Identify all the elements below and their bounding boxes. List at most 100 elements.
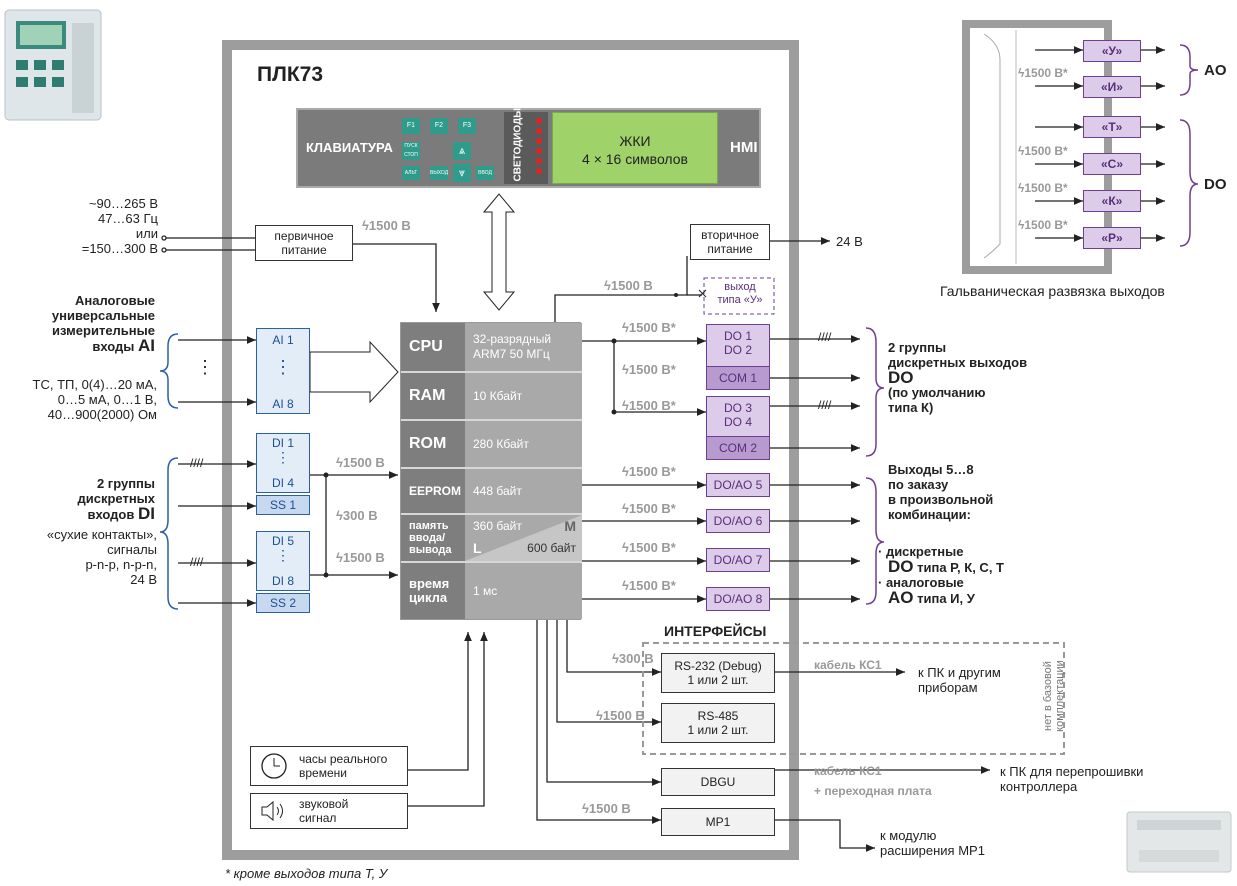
cpu-val: 32-разрядный ARM7 50 МГц	[465, 323, 582, 371]
eeprom-row: EEPROM 448 байт	[401, 469, 582, 515]
power-input-text: ~90…265 В 47…63 Гц или =150…300 В	[40, 196, 158, 256]
ai-desc: ТС, ТП, 0(4)…20 мА, 0…5 мА, 0…1 В, 40…90…	[0, 377, 157, 422]
io-mem-600: 600 байт	[527, 541, 576, 556]
ss1-box: SS 1	[256, 495, 310, 515]
galv-out-t: «Т»	[1083, 116, 1141, 138]
rs232-label: RS-232 (Debug)	[674, 659, 761, 673]
di-iso3: ϟ1500 В	[336, 550, 385, 565]
sound-box: звуковой сигнал	[250, 793, 408, 829]
do4-label: DO 4	[707, 415, 769, 429]
iso-do12: ϟ1500 В*	[622, 320, 676, 335]
do-tag: DO	[888, 370, 1048, 385]
di-iso1-value: 1500 В	[343, 455, 385, 470]
dbgu-cable: кабель КС1	[814, 764, 882, 778]
primary-power-label: первичное питание	[256, 229, 352, 257]
iso-doao7-value: 1500 В*	[629, 540, 676, 555]
opt-do-tag: DO	[888, 557, 914, 576]
rs232-box: RS-232 (Debug) 1 или 2 шт.	[661, 653, 775, 693]
eeprom-key: EEPROM	[401, 469, 465, 513]
cpu-key: CPU	[401, 323, 465, 371]
galv-iso-4: ϟ1500 В*	[1018, 218, 1068, 232]
di8-label: DI 8	[257, 574, 309, 588]
di-iso3-value: 1500 В	[343, 550, 385, 565]
rs232-iso-value: 300 В	[619, 651, 654, 666]
galv-iso-3-value: 1500 В*	[1024, 181, 1067, 195]
do2-label: DO 2	[707, 343, 769, 357]
di-iso2: ϟ300 В	[336, 508, 378, 523]
ai-desc-1: ТС, ТП, 0(4)…20 мА,	[0, 377, 157, 392]
rs485-iso: ϟ1500 В	[596, 708, 645, 723]
opt-ao-tag: AO	[888, 588, 914, 607]
di-desc: «сухие контакты», сигналы p-n-p, n-p-n, …	[20, 527, 157, 587]
iso-do34-value: 1500 В*	[629, 398, 676, 413]
do3-label: DO 3	[707, 401, 769, 415]
do-default-2: типа К)	[888, 400, 1048, 415]
ai-title-2: универсальные	[35, 308, 155, 323]
galv-out-s-label: «С»	[1101, 157, 1123, 171]
iso-doao6: ϟ1500 В*	[622, 501, 676, 516]
power-line-4: =150…300 В	[40, 241, 158, 256]
opt-line-2: по заказу	[888, 477, 1068, 492]
mr1-iso-value: 1500 В	[589, 801, 631, 816]
iso-doao5: ϟ1500 В*	[622, 464, 676, 479]
do-title-1: 2 группы	[888, 340, 1048, 355]
galv-iso-2-value: 1500 В*	[1024, 144, 1067, 158]
di-group2-dots: ⋮	[257, 548, 309, 562]
galv-out-i: «И»	[1083, 76, 1141, 98]
speaker-icon	[259, 799, 289, 823]
cycle-row: время цикла 1 мс	[401, 563, 582, 619]
rom-val: 280 Кбайт	[465, 421, 582, 467]
cpu-block: CPU 32-разрядный ARM7 50 МГц RAM 10 Кбай…	[400, 322, 581, 620]
sound-label: звуковой сигнал	[299, 797, 369, 825]
io-mem-l: L	[473, 541, 482, 556]
galv-caption: Гальваническая развязка выходов	[940, 284, 1165, 299]
dbgu-plate: + переходная плата	[814, 784, 932, 798]
do-hash-1: ////	[818, 330, 831, 344]
y-out-iso-value: 1500 В	[611, 278, 653, 293]
iso-do34: ϟ1500 В*	[622, 398, 676, 413]
ai1-label: AI 1	[257, 333, 309, 347]
di-title: 2 группы дискретных входов DI	[35, 476, 155, 522]
eeprom-val: 448 байт	[465, 469, 582, 513]
ai-desc-3: 40…900(2000) Ом	[0, 407, 157, 422]
opt-ao-types: типа И, У	[917, 591, 975, 606]
galv-out-t-label: «Т»	[1102, 120, 1123, 134]
footnote: * кроме выходов типа Т, У	[225, 866, 387, 881]
options-text: Выходы 5…8 по заказу в произвольной комб…	[888, 462, 1068, 522]
doao6-box: DO/AO 6	[706, 509, 770, 533]
mr1-label: МР1	[706, 815, 731, 829]
dbgu-label: DBGU	[701, 775, 736, 789]
iso-between: ϟ1500 В*	[622, 362, 676, 377]
rom-key: ROM	[401, 421, 465, 467]
dbgu-box: DBGU	[661, 768, 775, 796]
ram-row: RAM 10 Кбайт	[401, 373, 582, 421]
galv-iso-1-value: 1500 В*	[1024, 66, 1067, 80]
primary-iso-label: ϟ1500 В	[362, 218, 411, 233]
di-title-3: входов	[88, 507, 135, 522]
galv-out-u-label: «У»	[1102, 44, 1122, 58]
galv-out-r-label: «Р»	[1101, 231, 1122, 245]
iso-do12-value: 1500 В*	[629, 320, 676, 335]
rs232-count: 1 или 2 шт.	[688, 673, 749, 687]
ai-block-dots: ⋮	[257, 357, 309, 378]
galv-iso-4-value: 1500 В*	[1024, 218, 1067, 232]
primary-power-box: первичное питание	[255, 225, 353, 261]
not-base-label: нет в базовой комплектации	[1042, 632, 1066, 760]
doao8-label: DO/AO 8	[714, 592, 763, 606]
do12-box: DO 1 DO 2 COM 1	[706, 324, 770, 390]
galv-iso-1: ϟ1500 В*	[1018, 66, 1068, 80]
mr1-iso: ϟ1500 В	[582, 801, 631, 816]
di-hash-2: ////	[190, 555, 203, 569]
ss2-label: SS 2	[270, 596, 296, 610]
galv-out-r: «Р»	[1083, 227, 1141, 249]
do-title: 2 группы дискретных выходов DO (по умолч…	[888, 340, 1048, 415]
secondary-power-box: вторичное питание	[690, 224, 770, 260]
galv-iso-3: ϟ1500 В*	[1018, 181, 1068, 195]
ai-block: AI 1 ⋮ AI 8	[256, 328, 310, 414]
rs485-label: RS-485	[698, 709, 739, 723]
di-desc-4: 24 В	[20, 572, 157, 587]
ss2-box: SS 2	[256, 593, 310, 613]
out-24v-label: 24 В	[836, 234, 863, 249]
ai-desc-2: 0…5 мА, 0…1 В,	[0, 392, 157, 407]
cycle-val: 1 мс	[465, 563, 582, 619]
